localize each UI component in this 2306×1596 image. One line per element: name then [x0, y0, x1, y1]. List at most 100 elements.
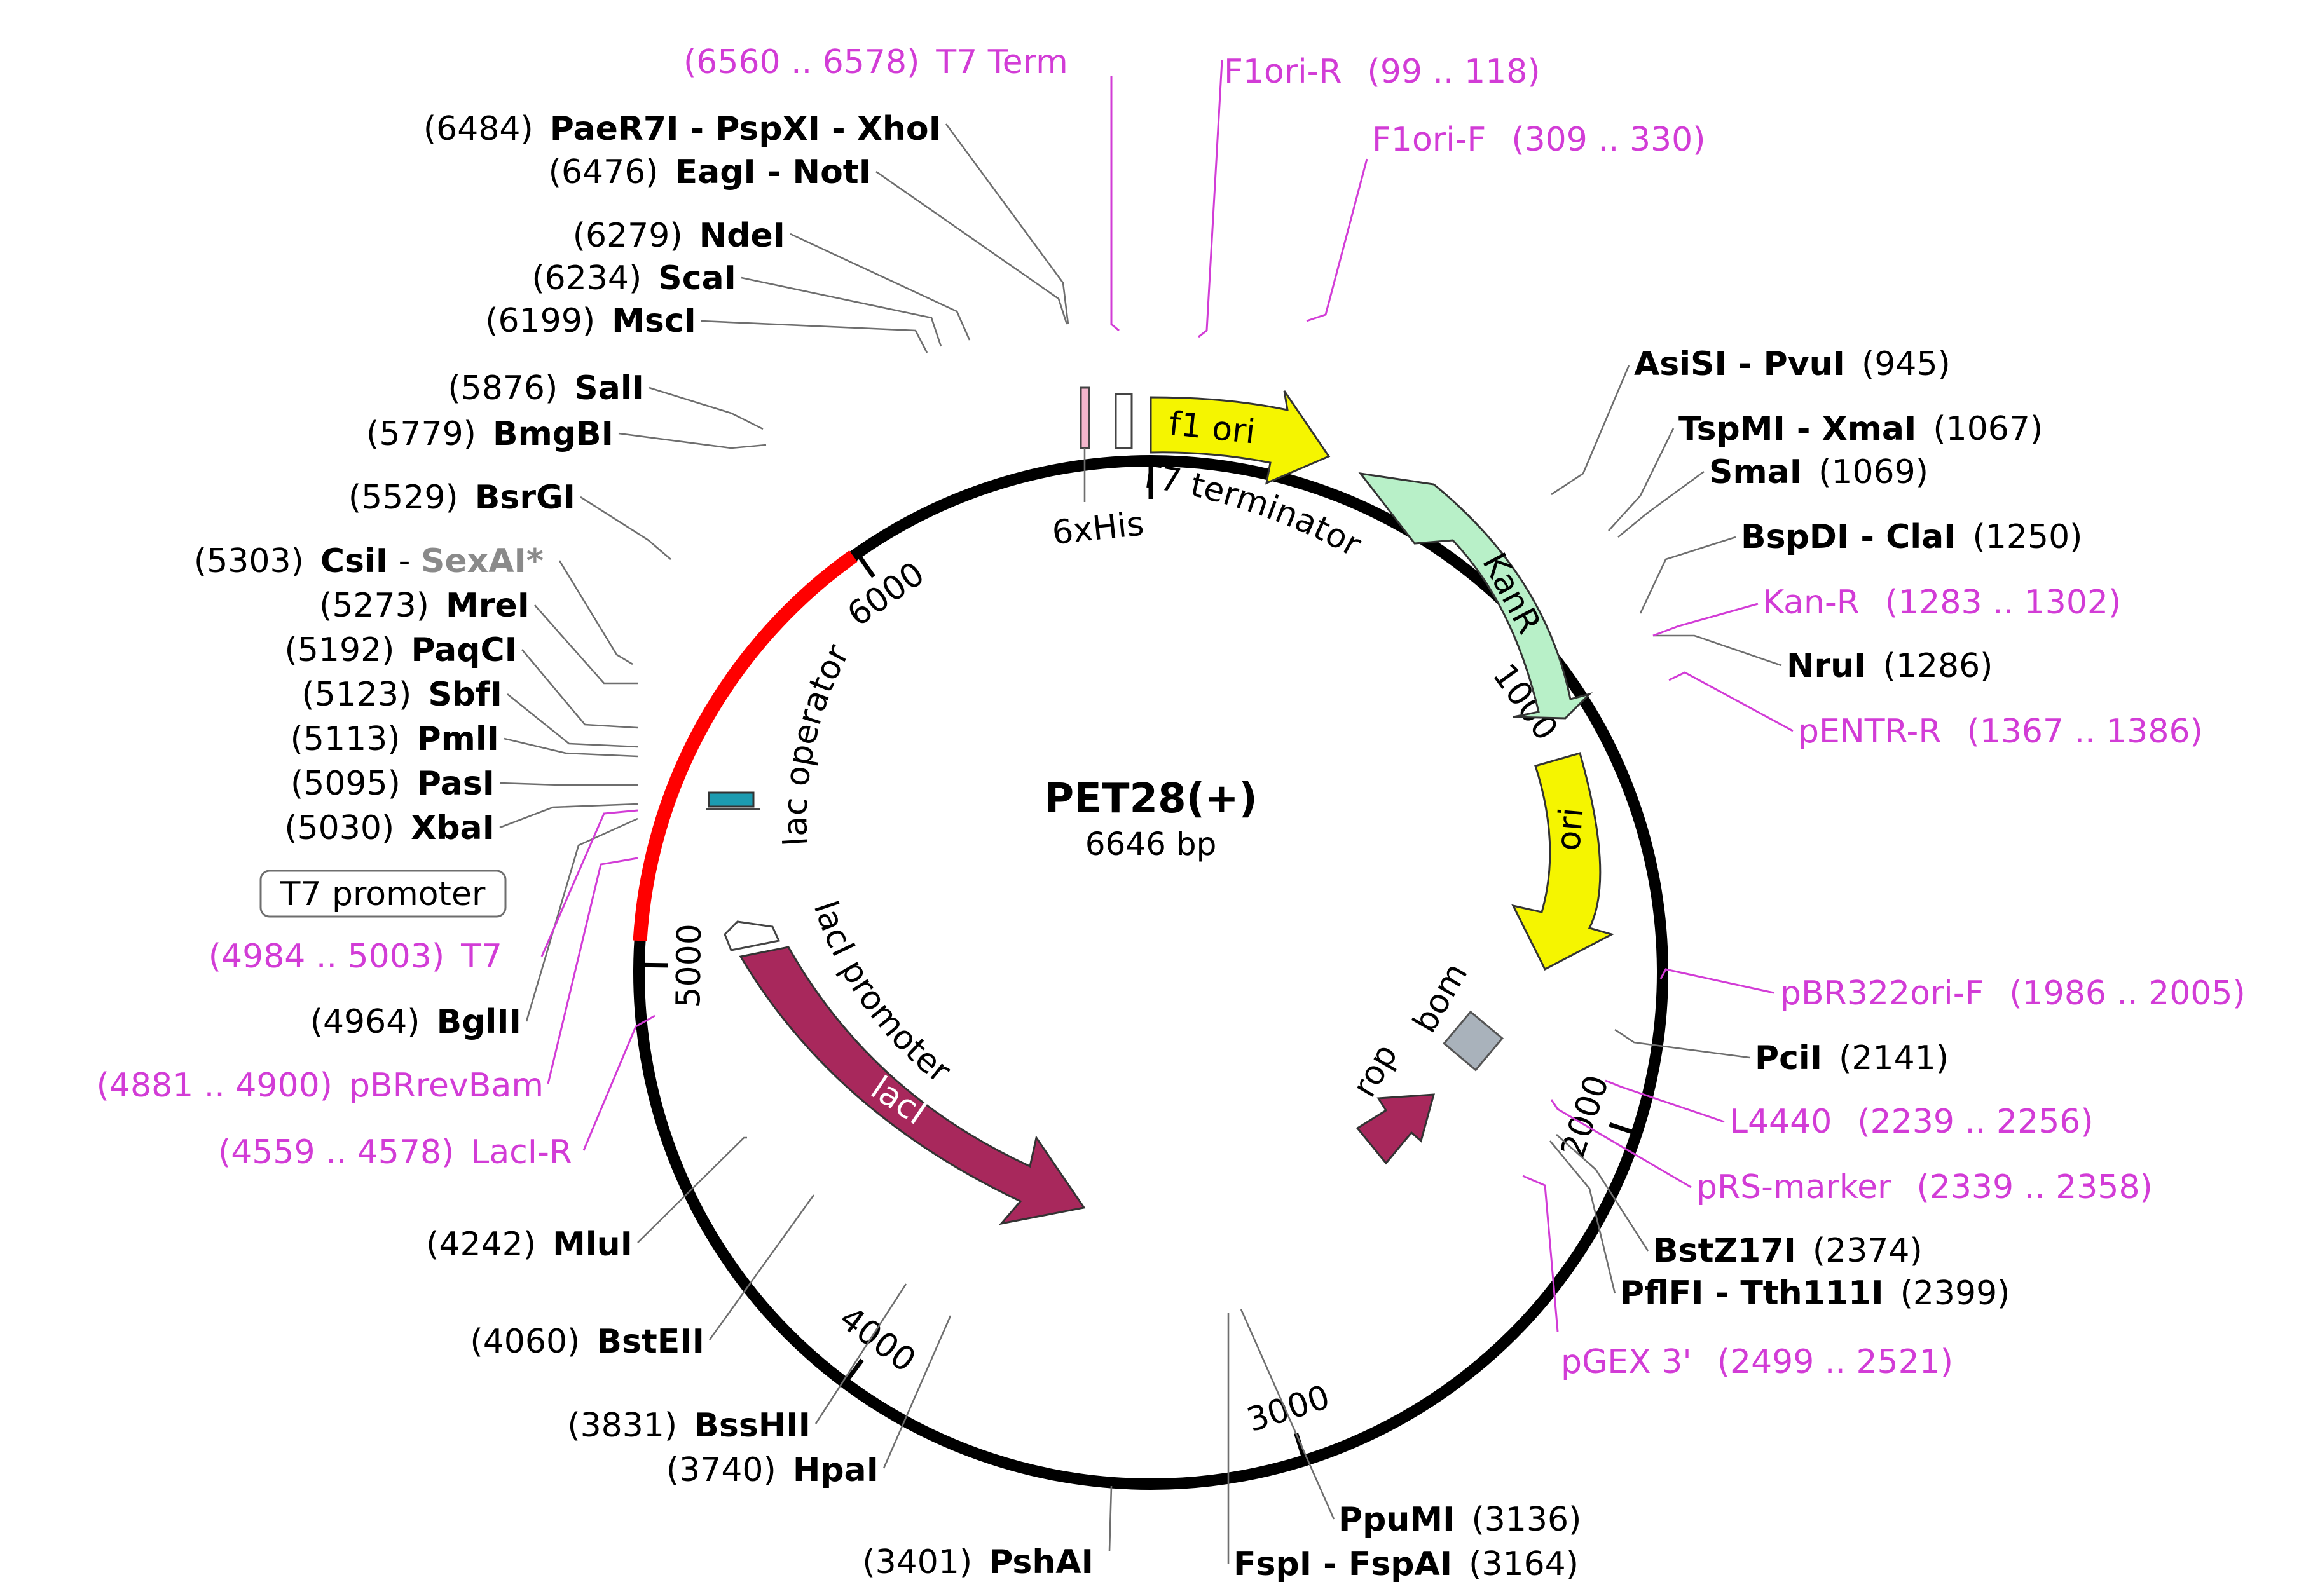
leader-line: [499, 803, 638, 829]
primer-label: pRS-marker(2339 .. 2358): [1696, 1168, 2153, 1206]
site-label: BstZ17I(2374): [1653, 1232, 1923, 1270]
site-label: PpuMI(3136): [1338, 1501, 1581, 1539]
site-label: BspDI - ClaI(1250): [1741, 518, 2082, 556]
leader-line: [701, 320, 928, 353]
primer-leader: [547, 857, 638, 1084]
site-label: (6199)MscI: [485, 302, 696, 340]
site-label: AsiSI - PvuI(945): [1634, 345, 1951, 383]
leader-line: [580, 496, 671, 560]
primer-leader: [1522, 1175, 1559, 1332]
leader-line: [1240, 1309, 1335, 1520]
plasmid-length: 6646 bp: [1085, 826, 1217, 863]
leader-line: [1549, 1140, 1616, 1294]
primer-leader: [1198, 60, 1223, 338]
lac-operator-box: [708, 791, 755, 808]
site-label: (3401)PshAI: [862, 1543, 1094, 1581]
tick-label: 2000: [1554, 1070, 1617, 1162]
primer-leader: [1550, 1099, 1692, 1189]
tick-label: 6000: [841, 555, 931, 634]
leader-line: [882, 1315, 952, 1469]
primer-label: (4881 .. 4900)pBRrevBam: [97, 1067, 544, 1105]
site-label: (3740)HpaI: [666, 1451, 879, 1489]
laci-promoter-arrow: [724, 920, 781, 951]
site-label: SmaI(1069): [1709, 453, 1928, 491]
primer-label: F1ori-F(309 .. 330): [1372, 121, 1706, 159]
site-label: (5192)PaqCI: [285, 631, 517, 669]
laci-arrow: [739, 946, 1086, 1225]
leader-line: [558, 560, 633, 665]
site-label: NruI(1286): [1787, 647, 1993, 685]
highlight-region: [633, 550, 858, 941]
leader-line: [1108, 1485, 1113, 1552]
primer-label: (4984 .. 5003)T7: [209, 938, 502, 976]
primer-label: (6560 .. 6578)T7 Term: [683, 43, 1068, 81]
primer-label: L4440(2239 .. 2256): [1729, 1103, 2094, 1141]
site-label: (4242)MluI: [426, 1225, 633, 1264]
primer-label: pBR322ori-F(1986 .. 2005): [1780, 974, 2246, 1013]
site-label: (5273)MreI: [319, 587, 530, 625]
leader-line: [649, 386, 764, 430]
leader-line: [1556, 1134, 1649, 1252]
primer-leader: [1306, 158, 1368, 322]
leader-line: [525, 817, 638, 1022]
site-label: TspMI - XmaI(1067): [1678, 410, 2043, 448]
ori-arrow: [1511, 752, 1615, 971]
tick-mark: [1609, 1122, 1635, 1135]
site-label: FspI - FspAI(3164): [1233, 1545, 1579, 1583]
backbone-circle: [633, 455, 1668, 1490]
leader-line: [504, 737, 638, 758]
leader-line: [1617, 470, 1705, 538]
lac-operator-label: lac operator: [776, 638, 857, 847]
6xhis-box: [1080, 386, 1090, 449]
tick-label: 3000: [1242, 1378, 1334, 1440]
site-label: (3831)BssHII: [567, 1407, 811, 1445]
site-label: (6476)EagI - NotI: [549, 153, 871, 191]
site-label: PflFI - Tth111I(2399): [1620, 1274, 2010, 1313]
site-labels-right: PpuMI(3136) FspI - FspAI(3164) PflFI - T…: [1233, 345, 2082, 1583]
leader-line: [875, 170, 1068, 325]
leader-line: [1614, 1028, 1750, 1059]
t7-promoter-box: [259, 870, 507, 918]
leader-line: [1653, 634, 1782, 667]
leader-line: [499, 782, 638, 786]
ori-label: ori: [1549, 806, 1591, 852]
primer-label: Kan-R(1283 .. 1302): [1762, 583, 2121, 622]
site-label: (5123)SbfI: [301, 676, 502, 714]
f1-ori-arrow: [1150, 390, 1331, 485]
primer-label: pGEX 3'(2499 .. 2521): [1561, 1343, 1953, 1381]
leader-line: [814, 1283, 907, 1424]
t7-terminator-box: [1115, 393, 1133, 449]
leader-line: [618, 432, 767, 449]
kanr-label: KanR: [1474, 547, 1548, 640]
leader-line: [534, 604, 638, 685]
site-label: (6484)PaeR7I - PspXI - XhoI: [423, 110, 941, 148]
primer-label: F1ori-R(99 .. 118): [1224, 53, 1541, 91]
site-label: (5030)XbaI: [284, 809, 495, 847]
leader-line: [945, 123, 1069, 325]
site-label: (5876)SalI: [448, 369, 644, 407]
leader-line: [1608, 428, 1675, 531]
rop-arrow: [1355, 1093, 1436, 1165]
tick-label: 4000: [832, 1299, 923, 1380]
primer-labels: (6560 .. 6578)T7 Term F1ori-R(99 .. 118)…: [97, 43, 2246, 1381]
plasmid-name: PET28(+): [1044, 775, 1257, 822]
primer-label: (4559 .. 4578)LacI-R: [218, 1133, 572, 1171]
primer-leaders: [540, 60, 1794, 1332]
leader-line: [741, 276, 942, 347]
site-label: PciI(2141): [1755, 1039, 1949, 1077]
primer-leader: [1668, 671, 1794, 732]
leader-line: [521, 649, 638, 729]
site-label: (5529)BsrGI: [348, 479, 575, 517]
primer-leader: [1659, 968, 1774, 994]
tick-mark: [856, 554, 876, 578]
leader-line: [507, 693, 638, 748]
primer-leader: [1110, 76, 1120, 332]
tick-label: 5000: [669, 924, 709, 1008]
tick-mark: [844, 1358, 864, 1382]
site-label: (5113)PmlI: [291, 720, 499, 758]
primer-leader: [540, 809, 638, 957]
leader-line: [790, 233, 971, 341]
primer-leader: [582, 1014, 655, 1151]
leader-line: [1639, 536, 1736, 614]
